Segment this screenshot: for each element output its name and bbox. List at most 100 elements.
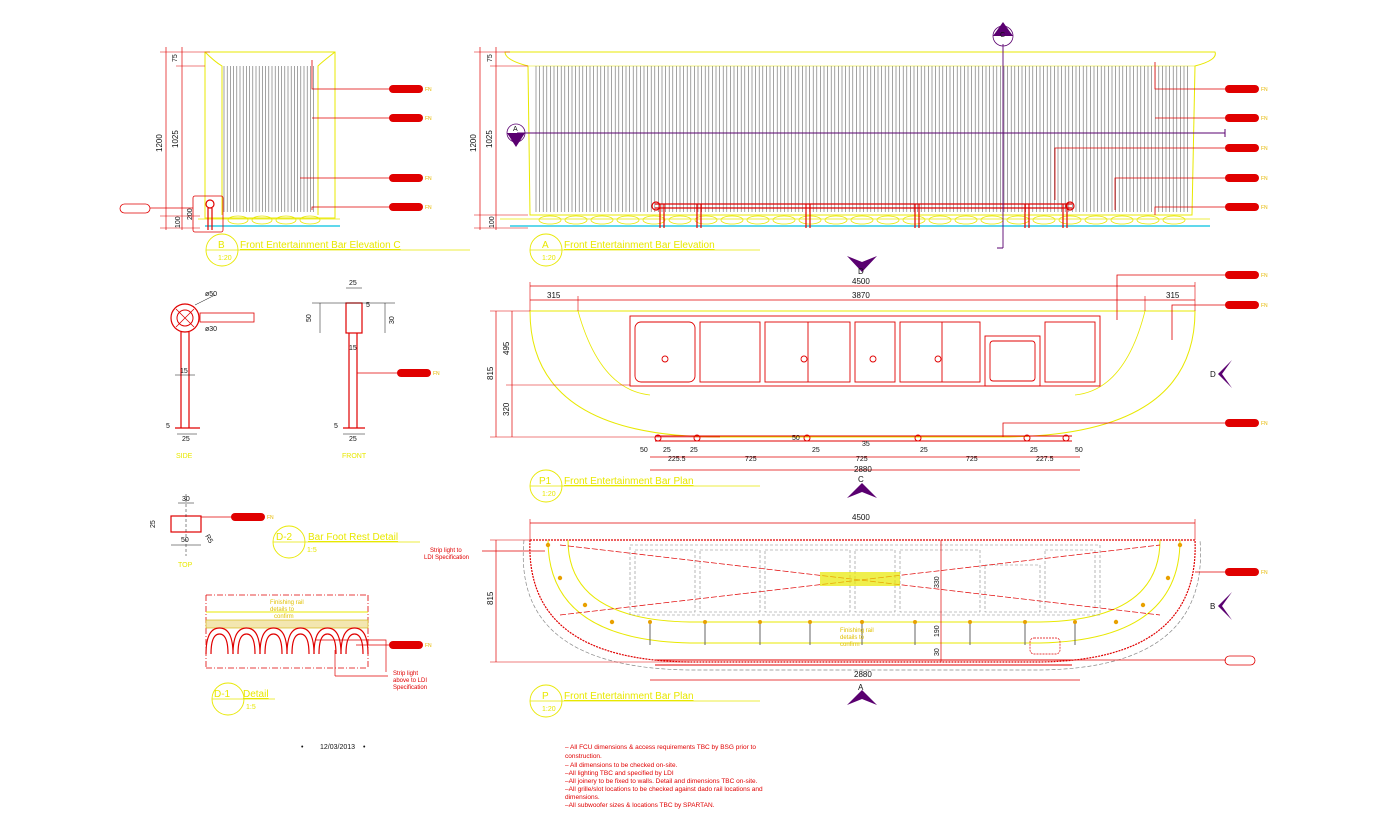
dim-p-4500: 4500 xyxy=(852,513,870,522)
svg-text:FN: FN xyxy=(425,205,432,211)
svg-text:FN: FN xyxy=(1261,116,1268,122)
svg-text:FN: FN xyxy=(1261,273,1268,279)
dim-p1-50b: 50 xyxy=(792,435,800,442)
plan-p1-title: Front Entertainment Bar Plan xyxy=(564,476,694,487)
dim-p-330: 330 xyxy=(934,576,941,588)
dim-p-2880: 2880 xyxy=(854,670,872,679)
elevation-b-mark: B xyxy=(218,240,225,251)
note-line-2: construction. xyxy=(565,753,602,760)
dim-b-100: 100 xyxy=(175,216,182,228)
dim-p1-315b: 315 xyxy=(1166,291,1180,300)
dim-b-75: 75 xyxy=(172,54,179,62)
section-d-plan-mark: D xyxy=(858,267,864,276)
dim-b-1200: 1200 xyxy=(155,134,164,152)
detail-d1-title: Detail xyxy=(243,689,269,700)
svg-text:FN: FN xyxy=(1261,87,1268,93)
section-c-elev-mark: C xyxy=(1000,32,1005,39)
dim-p1-35: 35 xyxy=(862,441,870,448)
svg-text:FN: FN xyxy=(425,116,432,122)
dim-a-75: 75 xyxy=(487,54,494,62)
dim-p1-25d: 25 xyxy=(920,447,928,454)
plan-p-scale: 1:20 xyxy=(542,706,556,713)
svg-text:FN: FN xyxy=(425,176,432,182)
plan-p1: 4500 315 3870 315 815 495 320 50 25 25 2… xyxy=(486,271,1268,503)
dim-p1-815: 815 xyxy=(486,366,495,380)
svg-text:FN: FN xyxy=(425,87,432,93)
front-label: FRONT xyxy=(342,453,367,460)
elevation-b-scale: 1:20 xyxy=(218,255,232,262)
dim-top-50: 50 xyxy=(181,537,189,544)
notes-block: • 12/03/2013 • – All FCU dimensions & ac… xyxy=(301,744,763,809)
note-line-6: –All grille/slot locations to be checked… xyxy=(565,786,763,793)
dim-front-50: 50 xyxy=(306,314,313,322)
elevation-b-title: Front Entertainment Bar Elevation C xyxy=(240,240,401,251)
elevation-b: 75 1200 1025 100 200 FN FN FN FN B Front… xyxy=(119,47,470,267)
svg-text:FN: FN xyxy=(1261,205,1268,211)
detail-d1-mark: D-1 xyxy=(214,689,231,700)
detail-d2-mark: D-2 xyxy=(276,532,293,543)
dim-front-15: 15 xyxy=(349,345,357,352)
dim-top-25: 25 xyxy=(150,520,157,528)
svg-text:FN: FN xyxy=(1261,570,1268,576)
note-line-5: –All joinery to be fixed to walls. Detai… xyxy=(565,778,758,785)
dim-p1-725a: 725 xyxy=(745,456,757,463)
svg-text:•: • xyxy=(301,744,304,751)
footrest-detail: ø50 ø30 15 5 25 SIDE 25 50 5 30 15 FN 5 … xyxy=(150,280,440,569)
dim-p1-725c: 725 xyxy=(966,456,978,463)
dim-side-25: 25 xyxy=(182,436,190,443)
plan-p-mark: P xyxy=(542,691,549,702)
detail-d2-scale: 1:5 xyxy=(307,547,317,554)
dim-p-190: 190 xyxy=(934,625,941,637)
note-line-3: – All dimensions to be checked on-site. xyxy=(565,762,678,769)
section-a-elev-mark: A xyxy=(513,126,518,133)
dim-side-30: ø30 xyxy=(205,326,217,333)
elevation-a-scale: 1:20 xyxy=(542,255,556,262)
svg-text:FN: FN xyxy=(1261,146,1268,152)
svg-text:FN: FN xyxy=(433,371,440,377)
drawing-date: 12/03/2013 xyxy=(320,744,355,751)
detail-d2-title: Bar Foot Rest Detail xyxy=(308,532,398,543)
dim-front-30: 30 xyxy=(389,316,396,324)
dim-p-30: 30 xyxy=(934,648,941,656)
svg-text:FN: FN xyxy=(1261,176,1268,182)
elevation-a-mark: A xyxy=(542,240,549,251)
side-label: SIDE xyxy=(176,453,193,460)
svg-text:FN: FN xyxy=(267,515,274,521)
dim-p1-25c: 25 xyxy=(812,447,820,454)
section-d-side-mark: D xyxy=(1210,370,1216,379)
dim-side-50: ø50 xyxy=(205,291,217,298)
detail-d1-scale: 1:5 xyxy=(246,704,256,711)
dim-p1-2275: 227.5 xyxy=(1036,456,1054,463)
svg-text:FN: FN xyxy=(1261,303,1268,309)
dim-p1-50c: 50 xyxy=(1075,447,1083,454)
dim-p1-495: 495 xyxy=(502,341,511,355)
dim-p1-50a: 50 xyxy=(640,447,648,454)
note-line-7: dimensions. xyxy=(565,794,600,801)
dim-front-25a: 25 xyxy=(349,280,357,287)
note-line-1: – All FCU dimensions & access requiremen… xyxy=(565,744,756,751)
dim-top-30: 30 xyxy=(182,496,190,503)
dim-side-15: 15 xyxy=(180,368,188,375)
section-b-mark: B xyxy=(1210,602,1215,611)
dim-p1-2255: 225.5 xyxy=(668,456,686,463)
dim-p1-2880: 2880 xyxy=(854,465,872,474)
svg-text:•: • xyxy=(363,744,366,751)
dim-side-5: 5 xyxy=(166,423,170,430)
section-c-plan-mark: C xyxy=(858,475,864,484)
note-line-4: –All lighting TBC and specified by LDI xyxy=(565,770,674,777)
dim-a-1200: 1200 xyxy=(469,134,478,152)
dim-b-1025: 1025 xyxy=(171,130,180,148)
note-line-8: –All subwoofer sizes & locations TBC by … xyxy=(565,802,715,809)
dim-p1-725b: 725 xyxy=(856,456,868,463)
svg-text:FN: FN xyxy=(425,643,432,649)
dim-a-1025: 1025 xyxy=(485,130,494,148)
dim-a-100: 100 xyxy=(489,216,496,228)
dim-p1-315a: 315 xyxy=(547,291,561,300)
dim-b-200: 200 xyxy=(187,208,194,220)
svg-text:FN: FN xyxy=(1261,421,1268,427)
plan-p1-mark: P1 xyxy=(539,476,552,487)
